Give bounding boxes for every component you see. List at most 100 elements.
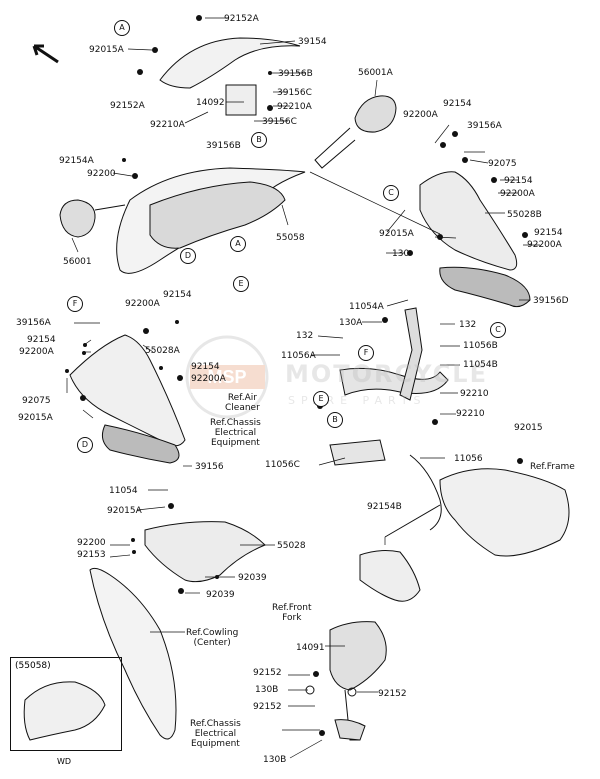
circle-marker-f: F (358, 345, 374, 361)
part-number-132: 132 (296, 331, 314, 341)
circle-marker-b: B (327, 412, 343, 428)
bracket-14092 (225, 84, 257, 116)
part-number-130b: 130B (255, 685, 279, 695)
part-number-92152a: 92152A (224, 14, 259, 24)
part-number-92154: 92154 (191, 362, 220, 372)
part-number-14091: 14091 (296, 643, 325, 653)
part-number-92200: 92200 (77, 538, 106, 548)
circle-marker-e: E (313, 391, 329, 407)
part-number-92039: 92039 (206, 590, 235, 600)
part-number-56001: 56001 (63, 257, 92, 267)
part-number-11054: 11054 (109, 486, 138, 496)
circle-marker-d: D (77, 437, 93, 453)
side-panel-55028A (69, 334, 186, 447)
part-number-56001a: 56001A (358, 68, 393, 78)
part-number-92154b: 92154B (367, 502, 402, 512)
circle-marker-e: E (233, 276, 249, 292)
part-number-11054a: 11054A (349, 302, 384, 312)
part-number-39156: 39156 (195, 462, 224, 472)
lower-cowl (89, 567, 177, 740)
part-number-39156b: 39156B (206, 141, 241, 151)
part-number-92154: 92154 (27, 335, 56, 345)
part-number-92200a: 92200A (500, 189, 535, 199)
part-number-39156c: 39156C (277, 88, 312, 98)
part-number-92015a: 92015A (107, 506, 142, 516)
part-number-92154a: 92154A (59, 156, 94, 166)
stay-11054A (399, 307, 423, 401)
msp-logo-icon: MSP (185, 335, 269, 419)
ref-air-cleaner: Ref.Air Cleaner (225, 393, 260, 413)
part-number-92200a: 92200A (527, 240, 562, 250)
lower-panel-55028 (144, 521, 266, 583)
part-number-92154: 92154 (534, 228, 563, 238)
circle-marker-f: F (67, 296, 83, 312)
part-number-55058: 55058 (276, 233, 305, 243)
part-number-39156d: 39156D (533, 296, 569, 306)
part-number-92154: 92154 (163, 290, 192, 300)
inset-box: (55058) (10, 657, 122, 751)
circle-marker-b: B (251, 132, 267, 148)
part-number-14092: 14092 (196, 98, 225, 108)
part-number-92039: 92039 (238, 573, 267, 583)
part-number-55028: 55028 (277, 541, 306, 551)
part-number-39156a: 39156A (467, 121, 502, 131)
part-number-92210: 92210 (460, 389, 489, 399)
part-number-92015a: 92015A (18, 413, 53, 423)
part-number-11056c: 11056C (265, 460, 300, 470)
part-number-11054b: 11054B (463, 360, 498, 370)
ref-chassis-electrical-1: Ref.Chassis Electrical Equipment (210, 418, 261, 448)
frame (439, 468, 570, 557)
ref-chassis-electrical-2: Ref.Chassis Electrical Equipment (190, 719, 241, 749)
circle-marker-a: A (230, 236, 246, 252)
side-panel-55028B (419, 171, 518, 271)
part-number-92200a: 92200A (19, 347, 54, 357)
circle-marker-a: A (114, 20, 130, 36)
ref-front-fork: Ref.Front Fork (272, 603, 312, 623)
part-number-132: 132 (459, 320, 477, 330)
part-number-92210: 92210 (456, 409, 485, 419)
part-number-55028b: 55028B (507, 210, 542, 220)
circle-marker-c: C (383, 185, 399, 201)
ref-cowling-center: Ref.Cowling (Center) (186, 628, 239, 648)
part-number-39154: 39154 (298, 37, 327, 47)
svg-text:MSP: MSP (207, 367, 246, 387)
front-arrow-icon (32, 44, 59, 64)
part-number-92210a: 92210A (277, 102, 312, 112)
part-number-92015a: 92015A (89, 45, 124, 55)
part-number-130a: 130A (339, 318, 363, 328)
inset-code: WD (57, 757, 72, 766)
part-number-92152: 92152 (253, 668, 282, 678)
part-number-92200a: 92200A (191, 374, 226, 384)
part-number-11056b: 11056B (463, 341, 498, 351)
windshield (159, 37, 301, 89)
part-number-11056: 11056 (454, 454, 483, 464)
part-number-11056a: 11056A (281, 351, 316, 361)
part-number-92015: 92015 (514, 423, 543, 433)
part-number-55028a: 55028A (145, 346, 180, 356)
stay-11056C (329, 439, 386, 466)
ref-frame: Ref.Frame (530, 462, 575, 472)
fasteners (65, 15, 528, 736)
stay-11056 (339, 367, 449, 396)
part-number-92200a: 92200A (125, 299, 160, 309)
part-number-92210a: 92210A (150, 120, 185, 130)
part-number-92152: 92152 (378, 689, 407, 699)
part-number-39156a: 39156A (16, 318, 51, 328)
mirror-56001A (354, 95, 397, 133)
panel-39156 (101, 424, 180, 464)
part-number-130b: 130B (263, 755, 287, 765)
part-number-92075: 92075 (22, 396, 51, 406)
inset-label: (55058) (15, 661, 51, 671)
mirror-56001 (59, 199, 96, 238)
part-number-92200: 92200 (87, 169, 116, 179)
circle-marker-c: C (490, 322, 506, 338)
part-number-92075: 92075 (488, 159, 517, 169)
grommet-right (347, 687, 357, 697)
part-number-92152: 92152 (253, 702, 282, 712)
part-number-39156b: 39156B (278, 69, 313, 79)
part-number-92153: 92153 (77, 550, 106, 560)
watermark-title: MOTORCYCLE (285, 360, 488, 388)
part-number-92200a: 92200A (403, 110, 438, 120)
